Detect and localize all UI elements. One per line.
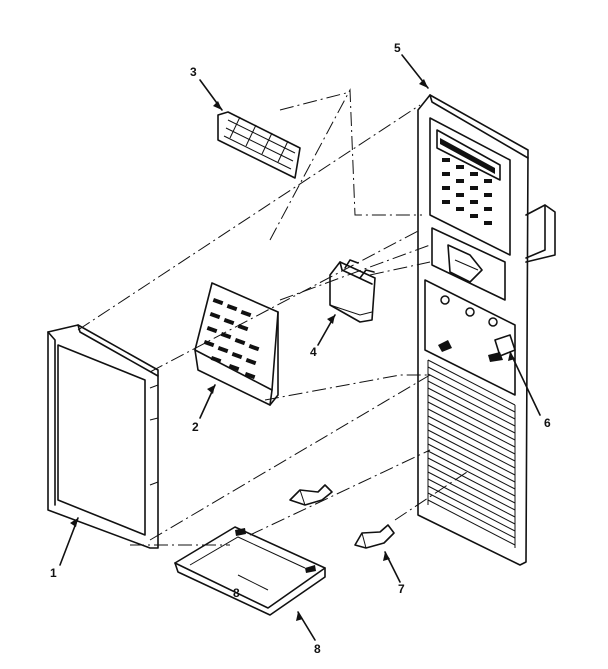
part-4-switch-bracket — [329, 259, 376, 323]
callout-3: 3 — [190, 65, 197, 79]
callout-2: 2 — [192, 420, 199, 434]
callout-4: 4 — [310, 345, 317, 359]
callout-7: 7 — [398, 582, 405, 596]
part-2-keys — [203, 298, 260, 380]
callout-8: 8 — [314, 642, 321, 656]
part-6-latch-clip — [494, 334, 516, 357]
part-5-vent-grille — [427, 359, 516, 548]
callout-leaders — [59, 54, 541, 641]
part-8-bottom-plate — [174, 526, 326, 616]
alignment-leader-lines — [77, 88, 471, 546]
part-2-keypad-panel — [194, 282, 279, 406]
callout-8-plate: 8 — [233, 586, 240, 600]
callout-5: 5 — [394, 41, 401, 55]
part-5-keypad-keys — [442, 158, 492, 225]
part-5-control-housing — [417, 94, 556, 566]
part-7-hinge-clips — [289, 484, 395, 549]
callout-6: 6 — [544, 416, 551, 430]
part-1-front-frame — [47, 324, 159, 549]
part-3-overlay-label — [217, 111, 301, 179]
callout-numbers: 3 5 4 2 1 6 7 8 8 — [50, 41, 551, 656]
callout-1: 1 — [50, 566, 57, 580]
